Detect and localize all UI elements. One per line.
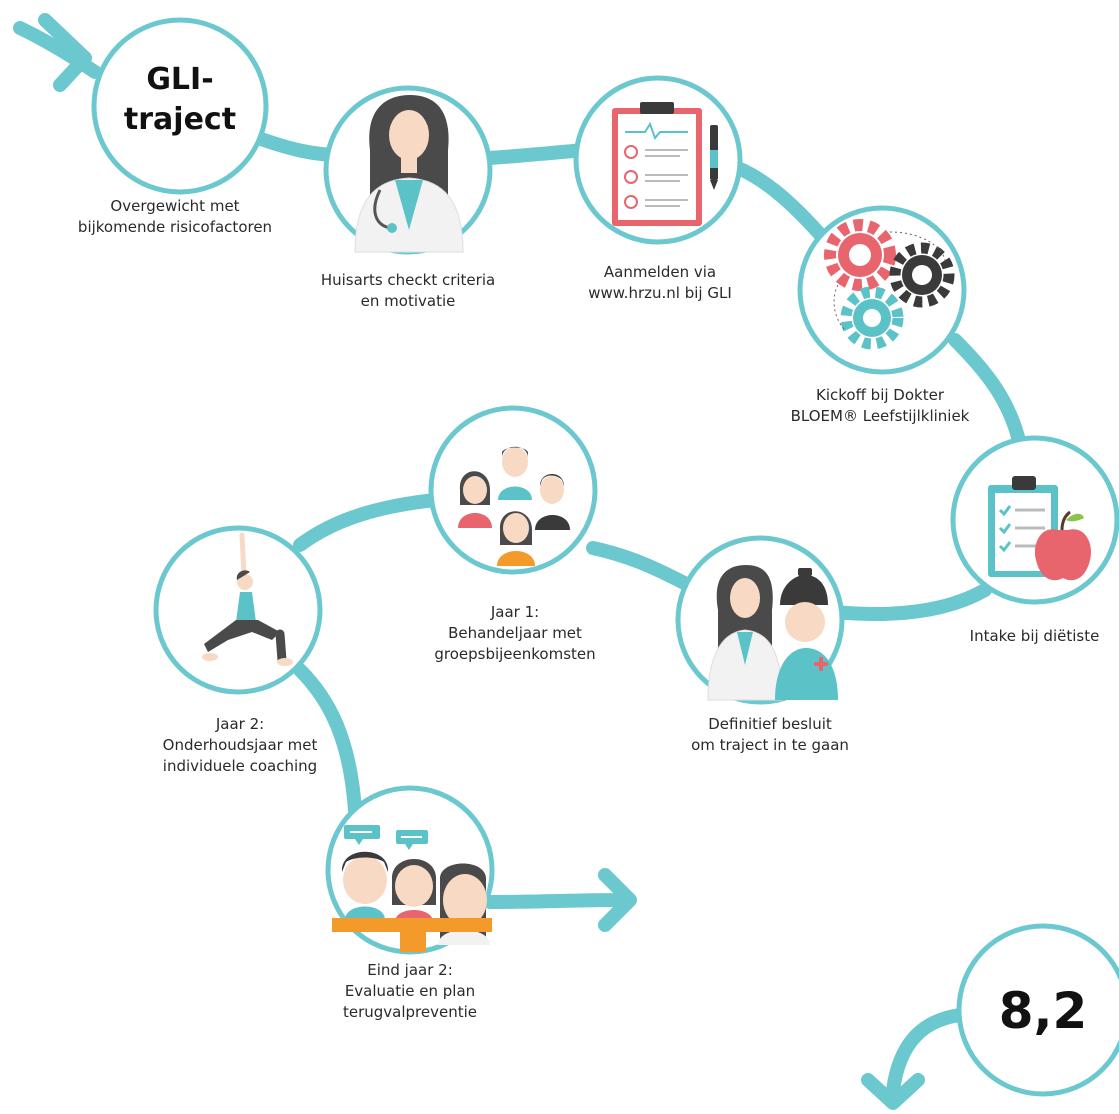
clipboard-apple-icon bbox=[988, 476, 1092, 581]
caption-kickoff: Kickoff bij Dokter BLOEM® Leefstijlklini… bbox=[790, 386, 970, 425]
path-kickoff-intake bbox=[948, 333, 1027, 452]
caption-start: Overgewicht met bijkomende risicofactore… bbox=[77, 197, 273, 236]
circle-start bbox=[91, 17, 269, 195]
meeting-icon bbox=[332, 825, 492, 952]
group-icon bbox=[458, 446, 570, 566]
caption-huisarts: Huisarts checkt criteria en motivatie bbox=[320, 271, 496, 310]
path-start-arrow bbox=[13, 21, 102, 79]
path-score-arrow bbox=[886, 1008, 967, 1097]
start-title: GLI- traject bbox=[123, 62, 237, 137]
path-aanmelden-kickoff bbox=[723, 158, 832, 247]
path-jaar2-eind bbox=[293, 663, 362, 817]
path-besluit-jaar1 bbox=[586, 541, 695, 592]
doctor-patient-icon bbox=[707, 565, 838, 701]
arrow-start-icon bbox=[38, 13, 92, 92]
caption-jaar2: Jaar 2: Onderhoudsjaar met individuele c… bbox=[162, 715, 318, 775]
yoga-icon bbox=[202, 532, 293, 666]
gears-icon bbox=[824, 219, 955, 350]
path-eind-arrow bbox=[483, 893, 632, 909]
arrow-down-icon bbox=[861, 1073, 925, 1110]
caption-aanmelden: Aanmelden via www.hrzu.nl bij GLI bbox=[588, 263, 732, 302]
clipboard-checklist-icon bbox=[612, 102, 718, 226]
path-jaar1-jaar2 bbox=[293, 493, 442, 552]
caption-jaar1: Jaar 1: Behandeljaar met groepsbijeenkom… bbox=[434, 603, 596, 663]
path-intake-besluit bbox=[828, 583, 992, 621]
arrow-right-icon bbox=[598, 868, 637, 932]
score-title: 8,2 bbox=[998, 982, 1088, 1040]
caption-eind: Eind jaar 2: Evaluatie en plan terugvalp… bbox=[342, 961, 478, 1021]
circle-score bbox=[956, 923, 1119, 1097]
caption-besluit: Definitief besluit om traject in te gaan bbox=[691, 715, 849, 754]
doctor-icon bbox=[354, 95, 464, 253]
arrow-heads bbox=[38, 13, 925, 1110]
caption-intake: Intake bij diëtiste bbox=[969, 627, 1100, 645]
path-huisarts-aanmelden bbox=[483, 143, 592, 165]
